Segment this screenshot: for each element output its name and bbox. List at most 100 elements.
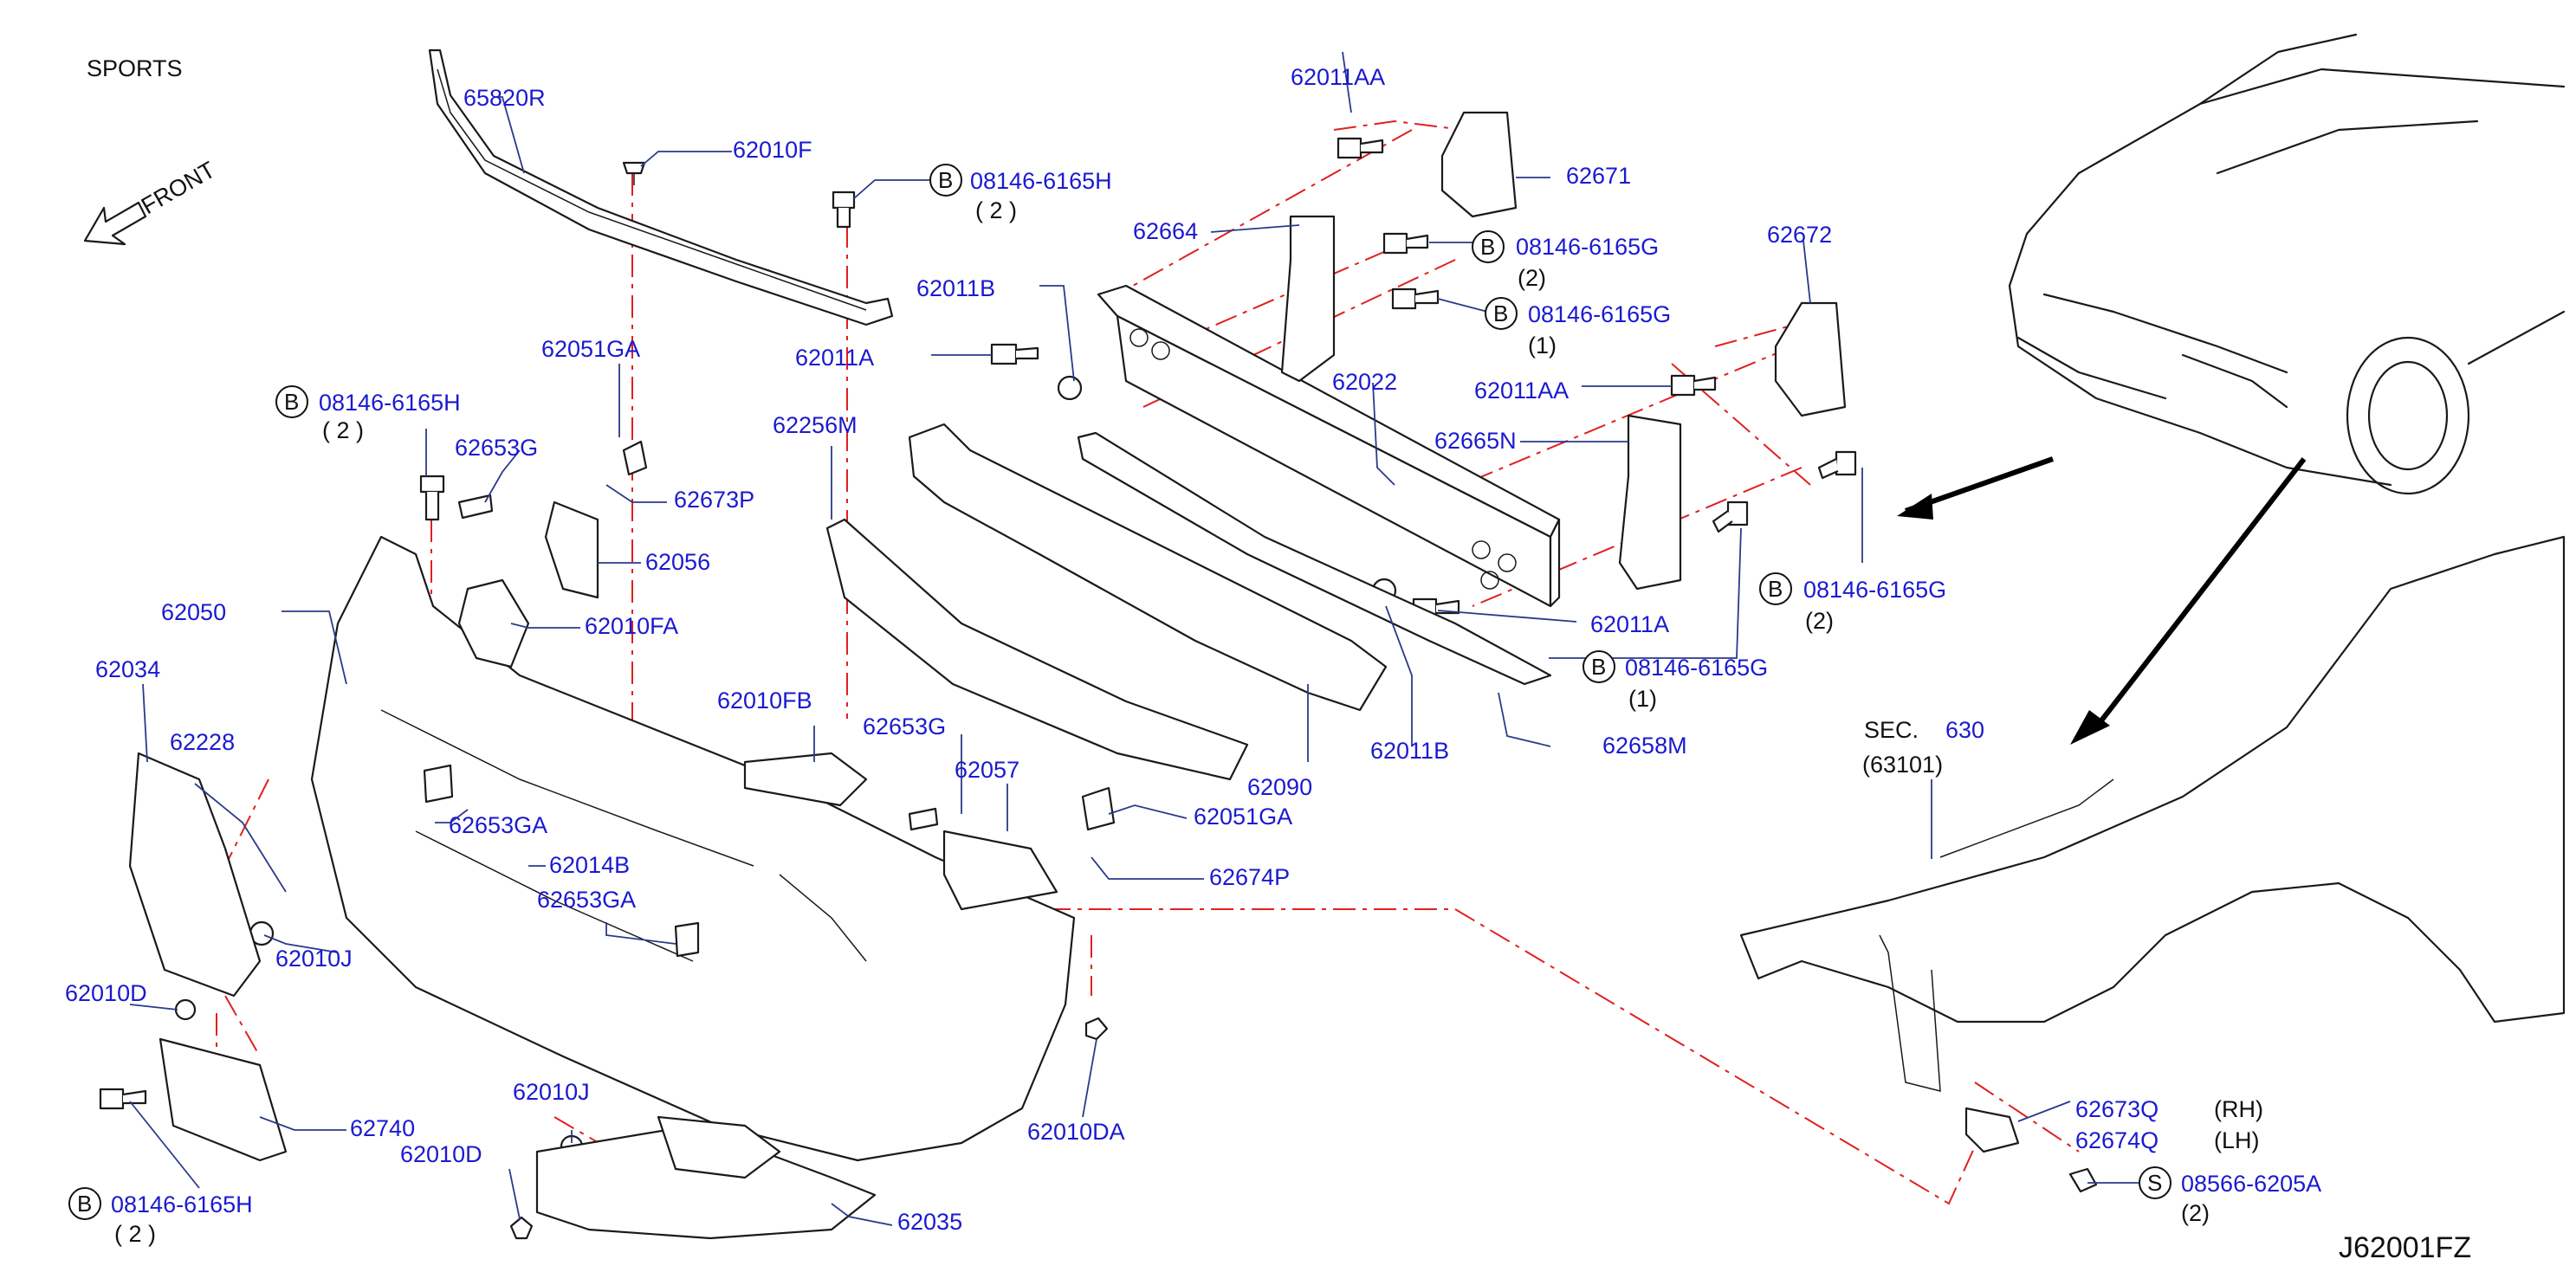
part-label-62653g-mid: 62653G	[863, 714, 946, 739]
part-label-62022: 62022	[1332, 369, 1397, 395]
bracket-62056-shape	[544, 500, 599, 599]
part-label-62035: 62035	[897, 1209, 962, 1235]
part-label-62011aa-top: 62011AA	[1291, 64, 1385, 90]
part-label-62056: 62056	[645, 549, 710, 575]
part-label-08146-6165h-left: 08146-6165H	[319, 390, 461, 416]
qty-g-c: (1)	[1628, 686, 1657, 712]
energy-absorber-62090-shape	[908, 423, 1388, 712]
bracket-62010fb-shape	[743, 752, 868, 807]
part-label-62011b-bottom: 62011B	[1370, 738, 1449, 764]
qty-s: (2)	[2181, 1200, 2210, 1226]
reinforcement-62022-shape	[1097, 284, 1561, 608]
b-circle-letter: B	[1480, 234, 1495, 260]
part-label-62011a: 62011A	[795, 345, 874, 371]
part-label-62010j-bottom: 62010J	[513, 1079, 590, 1105]
qty-left: ( 2 )	[322, 417, 364, 443]
part-label-62740: 62740	[350, 1115, 415, 1141]
beam-62658m-shape	[1077, 431, 1552, 686]
part-label-62664: 62664	[1133, 218, 1198, 244]
part-label-62256m: 62256M	[773, 412, 858, 438]
part-label-08146-6165h-bottom: 08146-6165H	[111, 1191, 253, 1217]
front-arrow-icon	[83, 201, 147, 246]
part-label-62050: 62050	[161, 599, 226, 625]
part-label-08146-6165g-b: 08146-6165G	[1528, 301, 1671, 327]
part-label-62011a-right: 62011A	[1590, 611, 1669, 637]
part-label-62010f: 62010F	[733, 137, 812, 163]
part-label-62672: 62672	[1767, 222, 1832, 248]
part-label-62010j-left: 62010J	[275, 946, 353, 972]
part-label-62057: 62057	[955, 757, 1019, 783]
part-label-62228: 62228	[170, 729, 235, 755]
front-label: FRONT	[137, 157, 220, 219]
b-circle-letter: B	[284, 389, 299, 415]
lower-grille-62256m-shape	[825, 518, 1249, 781]
part-label-65820r: 65820R	[463, 85, 546, 111]
car-outline-shape	[2008, 33, 2566, 495]
part-label-62010da: 62010DA	[1027, 1119, 1125, 1145]
bracket-62010fa-shape	[457, 578, 530, 668]
fender-shape	[1739, 535, 2566, 1092]
part-label-62011b-top: 62011B	[916, 275, 995, 301]
section-prefix: SEC.	[1864, 717, 1919, 743]
qty-g-d: (2)	[1805, 608, 1834, 634]
part-label-62051ga-mid: 62051GA	[1194, 804, 1292, 830]
b-circle-icon	[1472, 230, 1505, 263]
part-label-08146-6165g-d: 08146-6165G	[1803, 577, 1946, 603]
part-label-62010d-left: 62010D	[65, 980, 147, 1006]
part-label-62653ga-b: 62653GA	[537, 887, 636, 913]
clip-62010f-shape	[622, 161, 646, 185]
part-label-62090: 62090	[1247, 774, 1312, 800]
qty-top: ( 2 )	[975, 197, 1017, 223]
b-circle-letter: B	[1493, 300, 1508, 326]
rh-label: (RH)	[2214, 1096, 2263, 1122]
part-label-08566-6205a: 08566-6205A	[2181, 1171, 2321, 1197]
part-label-62674p: 62674P	[1209, 864, 1290, 890]
part-label-62673q: 62673Q	[2075, 1096, 2159, 1122]
bracket-62057-shape	[942, 830, 1058, 911]
diagram-code: J62001FZ	[2339, 1231, 2471, 1264]
b-circle-icon	[68, 1187, 101, 1220]
part-label-62014b: 62014B	[549, 852, 630, 878]
bracket-62740-shape	[159, 1037, 288, 1162]
lower-spoiler-62035-shape	[535, 1115, 877, 1240]
side-panel-62034-shape	[128, 752, 262, 998]
part-label-62673p: 62673P	[674, 487, 754, 513]
qty-g-b: (1)	[1528, 333, 1557, 358]
section-number[interactable]: 630	[1945, 717, 1984, 743]
section-sub: (63101)	[1862, 752, 1943, 778]
part-label-08146-6165g-c: 08146-6165G	[1625, 655, 1768, 681]
diagram-title: SPORTS	[87, 55, 183, 81]
pad-shapes	[423, 440, 1116, 958]
b-circle-icon	[275, 385, 308, 418]
part-label-62034: 62034	[95, 656, 160, 682]
qty-bottom: ( 2 )	[114, 1221, 156, 1247]
part-label-62010fa: 62010FA	[585, 613, 678, 639]
clip-62673q-shape	[1964, 1107, 2020, 1153]
b-circle-icon	[1582, 650, 1615, 683]
part-label-62665n: 62665N	[1434, 428, 1517, 454]
lh-label: (LH)	[2214, 1127, 2260, 1153]
bracket-62665n-shape	[1618, 414, 1682, 591]
part-label-62674q: 62674Q	[2075, 1127, 2159, 1153]
bracket-62671-shape	[1440, 111, 1518, 218]
b-circle-icon	[929, 164, 962, 197]
part-label-62653g-left: 62653G	[455, 435, 538, 461]
b-circle-icon	[1759, 572, 1792, 605]
part-label-08146-6165g-a: 08146-6165G	[1516, 234, 1659, 260]
part-label-62658m: 62658M	[1602, 733, 1687, 759]
b-circle-letter: B	[1768, 576, 1783, 602]
s-circle-letter: S	[2147, 1170, 2162, 1196]
b-circle-letter: B	[938, 167, 953, 193]
b-circle-letter: B	[77, 1191, 92, 1217]
part-label-62010fb: 62010FB	[717, 688, 812, 714]
part-label-62010d-bottom: 62010D	[400, 1141, 482, 1167]
pointer-arrows	[1897, 456, 2307, 745]
part-label-08146-6165h-top: 08146-6165H	[970, 168, 1112, 194]
part-label-62051ga-top: 62051GA	[541, 336, 640, 362]
b-circle-icon	[1485, 297, 1518, 330]
b-circle-letter: B	[1591, 654, 1606, 680]
upper-molding-shape	[428, 48, 894, 326]
bracket-62664-shape	[1280, 215, 1336, 383]
part-label-62671: 62671	[1566, 163, 1631, 189]
